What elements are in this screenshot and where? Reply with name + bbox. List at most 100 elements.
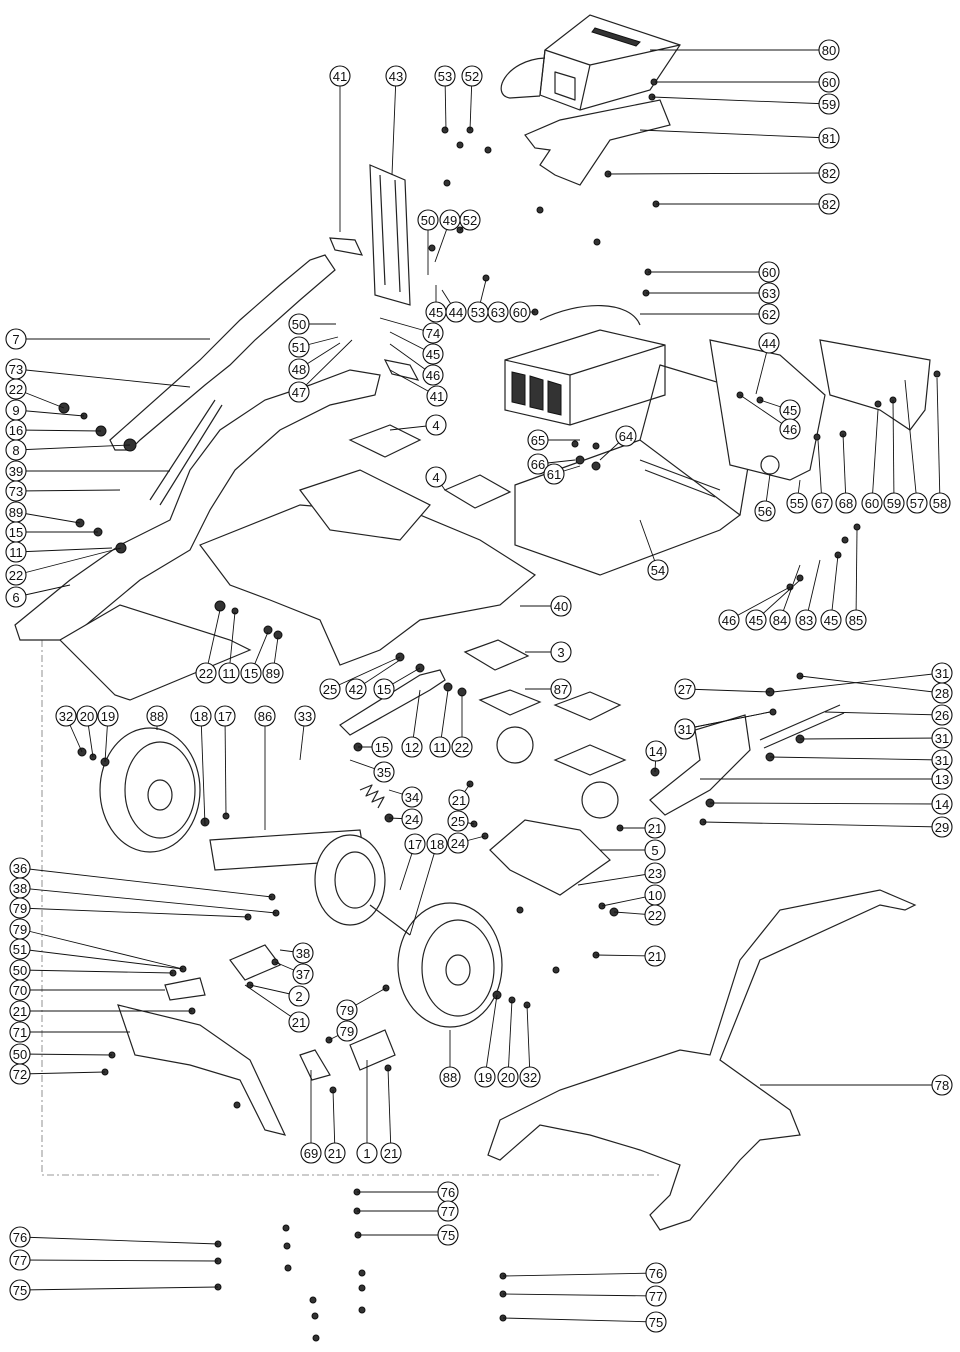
callout-68: 68 (835, 433, 857, 514)
callout-75: 75 (358, 1224, 459, 1246)
callout-number: 32 (523, 1070, 537, 1085)
callout-number: 41 (333, 69, 347, 84)
callout-number: 69 (304, 1146, 318, 1161)
callout-65: 65 (527, 429, 580, 451)
callout-circle (9, 1063, 31, 1085)
charger-80 (500, 14, 681, 111)
pad-4 (348, 424, 422, 458)
callout-number: 42 (349, 682, 363, 697)
callout-circle (769, 609, 791, 631)
callout-38: 38 (279, 942, 314, 964)
wheel-88-left (99, 727, 201, 853)
callout-number: 60 (762, 265, 776, 280)
callout-circle (288, 313, 310, 335)
callout-number: 40 (554, 599, 568, 614)
callout-number: 22 (9, 568, 23, 583)
callout-73: 73 (5, 358, 191, 388)
callout-circle (385, 65, 407, 87)
callout-circle (371, 736, 393, 758)
leader-line (298, 339, 353, 393)
callout-circle (929, 492, 951, 514)
callout-79: 79 (9, 897, 249, 919)
leader-line (409, 843, 438, 936)
callout-31: 31 (799, 727, 953, 749)
callout-circle (647, 559, 669, 581)
callout-number: 81 (822, 131, 836, 146)
callout-79: 79 (336, 987, 387, 1021)
callout-17: 17 (214, 705, 236, 816)
callout-number: 73 (9, 362, 23, 377)
callout-21: 21 (380, 1067, 402, 1164)
callout-32: 32 (55, 705, 83, 753)
callout-circle (811, 492, 833, 514)
callout-52: 52 (459, 209, 481, 231)
callout-circle (356, 1142, 378, 1164)
callout-8: 8 (5, 439, 131, 461)
callout-circle (845, 609, 867, 631)
battery-62 (504, 305, 666, 426)
callout-circle (818, 193, 840, 215)
callout-number: 31 (935, 731, 949, 746)
callout-circle (818, 93, 840, 115)
callout-number: 45 (824, 613, 838, 628)
callout-number: 36 (13, 861, 27, 876)
callout-number: 48 (292, 362, 306, 377)
callout-number: 33 (298, 709, 312, 724)
callout-21: 21 (244, 984, 310, 1033)
callout-number: 79 (13, 901, 27, 916)
callout-circle (474, 1066, 496, 1088)
callout-number: 31 (935, 666, 949, 681)
callout-circle (758, 303, 780, 325)
callout-circle (674, 718, 696, 740)
callout-31: 31 (674, 711, 771, 740)
callout-number: 59 (887, 496, 901, 511)
callout-number: 56 (758, 504, 772, 519)
leader-line (709, 802, 943, 805)
callout-number: 15 (375, 740, 389, 755)
callout-circle (861, 492, 883, 514)
callout-circle (461, 65, 483, 87)
callout-1: 1 (356, 1060, 378, 1164)
bracket-57 (819, 339, 931, 431)
callout-72: 72 (9, 1063, 106, 1085)
callout-number: 14 (649, 744, 663, 759)
callout-number: 50 (292, 317, 306, 332)
callout-number: 19 (478, 1070, 492, 1085)
callout-number: 79 (340, 1003, 354, 1018)
callout-circle (401, 808, 423, 830)
callout-number: 4 (432, 470, 439, 485)
callout-51: 51 (9, 938, 184, 970)
callout-59: 59 (883, 399, 905, 514)
callout-number: 25 (451, 814, 465, 829)
callout-circle (5, 480, 27, 502)
callout-60: 60 (648, 261, 780, 283)
callout-63: 63 (646, 282, 780, 304)
callout-number: 22 (455, 740, 469, 755)
callout-40: 40 (520, 595, 572, 617)
callout-75: 75 (502, 1311, 667, 1333)
callout-58: 58 (929, 377, 951, 514)
callout-number: 41 (430, 389, 444, 404)
tag-41 (329, 237, 364, 256)
callout-number: 77 (13, 1253, 27, 1268)
charger-plate-81 (524, 99, 671, 186)
callout-43: 43 (385, 65, 407, 176)
callout-24: 24 (388, 808, 423, 830)
callout-number: 21 (13, 1004, 27, 1019)
callout-59: 59 (651, 93, 840, 115)
callout-number: 57 (910, 496, 924, 511)
leader-line (244, 984, 300, 1023)
callout-7: 7 (5, 328, 210, 350)
callout-circle (294, 705, 316, 727)
callout-circle (644, 817, 666, 839)
callout-70: 70 (9, 979, 165, 1001)
callout-circle (550, 595, 572, 617)
callout-circle (644, 904, 666, 926)
callout-85: 85 (845, 529, 867, 631)
callout-12: 12 (401, 689, 423, 758)
callout-circle (417, 209, 439, 231)
leader-line (830, 554, 839, 621)
callout-circle (9, 979, 31, 1001)
callout-circle (9, 1000, 31, 1022)
callout-number: 21 (452, 793, 466, 808)
